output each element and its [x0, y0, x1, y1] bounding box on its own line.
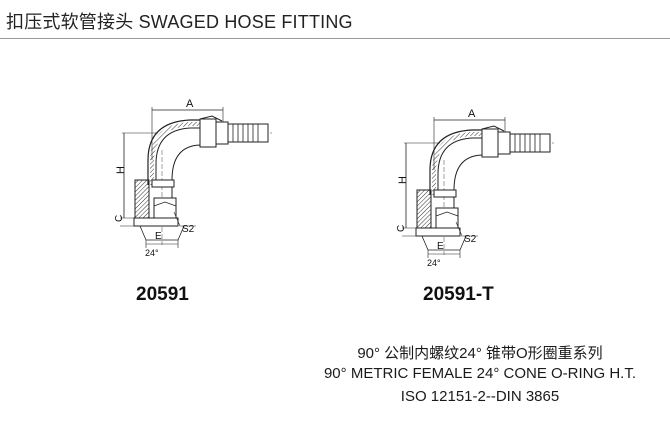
model-number-20591: 20591: [136, 284, 189, 305]
dim-c-label: C: [396, 225, 407, 232]
description-chinese: 90° 公制内螺纹24° 锥带O形圈重系列: [357, 345, 603, 362]
dim-a-label: A: [468, 108, 476, 120]
cone-angle-label: 24°: [427, 258, 441, 268]
description-standard: ISO 12151-2--DIN 3865: [400, 388, 560, 405]
fitting-drawing-20591: A H C E S2 24°: [114, 98, 274, 258]
dim-s2-label: S2: [464, 234, 477, 245]
title-divider: [0, 38, 670, 39]
model-number-20591-t: 20591-T: [423, 284, 494, 305]
dim-c-label: C: [114, 215, 125, 222]
description-english: 90° METRIC FEMALE 24° CONE O-RING H.T.: [323, 365, 637, 382]
dim-a-label: A: [186, 98, 194, 110]
dim-s2-label: S2: [182, 224, 195, 235]
dim-h-label: H: [115, 166, 127, 174]
fitting-drawing-20591-t: A H C E S2 24°: [396, 108, 556, 268]
dim-e-label: E: [155, 231, 162, 242]
dim-e-label: E: [437, 241, 444, 252]
dim-h-label: H: [397, 176, 409, 184]
cone-angle-label: 24°: [145, 248, 159, 258]
page-title: 扣压式软管接头 SWAGED HOSE FITTING: [6, 12, 353, 32]
